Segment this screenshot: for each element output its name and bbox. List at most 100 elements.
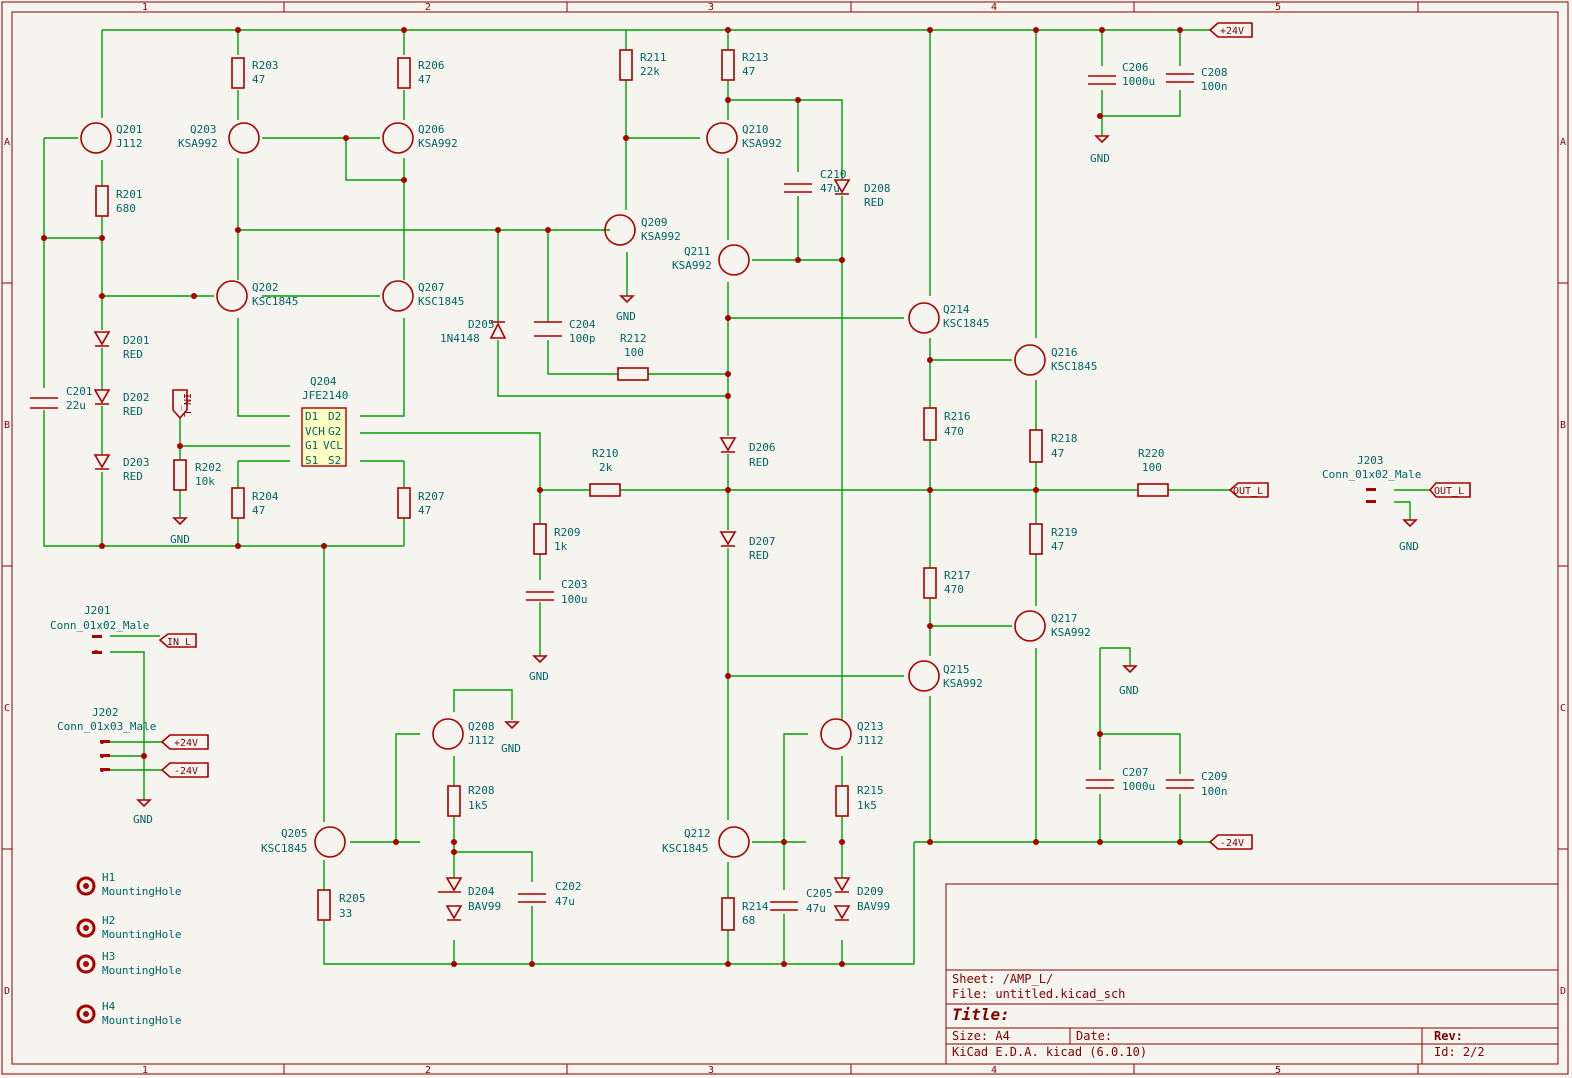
q202-value: KSC1845: [252, 295, 298, 308]
col-3-top: 3: [708, 2, 714, 13]
r216-value: 470: [944, 425, 964, 438]
c207-ref: C207: [1122, 766, 1149, 779]
q211-ref: Q211: [684, 245, 711, 258]
d205-ref: D205: [468, 318, 495, 331]
d207-value: RED: [749, 549, 769, 562]
q205-ref: Q205: [281, 827, 308, 840]
q217-ref: Q217: [1051, 612, 1078, 625]
r218-ref: R218: [1051, 432, 1078, 445]
title-block-date: Date:: [1076, 1029, 1112, 1043]
q216-value: KSC1845: [1051, 360, 1097, 373]
r204-value: 47: [252, 504, 265, 517]
c205-ref: C205: [806, 887, 833, 900]
q210-value: KSA992: [742, 137, 782, 150]
h1-ref: H1: [102, 871, 115, 884]
gnd-label-j203: GND: [1399, 540, 1419, 553]
gnd-label-q208: GND: [501, 742, 521, 755]
q205-value: KSC1845: [261, 842, 307, 855]
q211-value: KSA992: [672, 259, 712, 272]
c208-ref: C208: [1201, 66, 1228, 79]
j203-value: Conn_01x02_Male: [1322, 468, 1421, 481]
r207-value: 47: [418, 504, 431, 517]
title-block-title: Title:: [952, 1005, 1010, 1024]
r214-ref: R214: [742, 900, 769, 913]
q203-value: KSA992: [178, 137, 218, 150]
mounting-hole-bodies: [76, 876, 96, 1024]
r208-ref: R208: [468, 784, 495, 797]
d201-ref: D201: [123, 334, 150, 347]
r217-value: 470: [944, 583, 964, 596]
j203-ref: J203: [1357, 454, 1384, 467]
resistor-bodies: [95, 49, 1169, 931]
d208-value: RED: [864, 196, 884, 209]
row-d-right: D: [1560, 986, 1566, 997]
q213-ref: Q213: [857, 720, 884, 733]
r202-value: 10k: [195, 475, 215, 488]
q202-ref: Q202: [252, 281, 279, 294]
r207-ref: R207: [418, 490, 445, 503]
q204-pin-vch: VCH: [305, 425, 325, 438]
row-d-left: D: [4, 986, 10, 997]
c210-value: 47u: [820, 182, 840, 195]
d205-value: 1N4148: [440, 332, 480, 345]
q214-ref: Q214: [943, 303, 970, 316]
q212-ref: Q212: [684, 827, 711, 840]
row-a-left: A: [4, 137, 10, 148]
d203-ref: D203: [123, 456, 150, 469]
title-block: Sheet: /AMP_L/ File: untitled.kicad_sch …: [945, 883, 1559, 1065]
label-in-l-j201: IN_L: [167, 637, 191, 648]
q215-value: KSA992: [943, 677, 983, 690]
label-minus-24v: -24V: [1220, 838, 1244, 849]
q204-pin-d2: D2: [328, 410, 341, 423]
c205-value: 47u: [806, 902, 826, 915]
diode-bodies: [93, 179, 851, 921]
title-block-sheet: Sheet: /AMP_L/: [952, 972, 1053, 986]
gnd-label-c203: GND: [529, 670, 549, 683]
r219-ref: R219: [1051, 526, 1078, 539]
r209-ref: R209: [554, 526, 581, 539]
r219-value: 47: [1051, 540, 1064, 553]
col-4-bottom: 4: [991, 1065, 997, 1076]
j201-value: Conn_01x02_Male: [50, 619, 149, 632]
q204-pin-s1: S1: [305, 454, 318, 467]
d207-ref: D207: [749, 535, 776, 548]
q217-value: KSA992: [1051, 626, 1091, 639]
c201-value: 22u: [66, 399, 86, 412]
h4-ref: H4: [102, 1000, 116, 1013]
d206-ref: D206: [749, 441, 776, 454]
q207-ref: Q207: [418, 281, 445, 294]
r201-value: 680: [116, 202, 136, 215]
label-minus-24v-j202: -24V: [174, 766, 198, 777]
r217-ref: R217: [944, 569, 971, 582]
d208-ref: D208: [864, 182, 891, 195]
label-shapes: [158, 22, 1471, 850]
title-block-id: Id: 2/2: [1434, 1045, 1485, 1059]
label-plus-24v-j202: +24V: [174, 738, 198, 749]
wires: [43, 29, 1430, 965]
label-out-l-j203: OUT_L: [1434, 486, 1464, 497]
c207-value: 1000u: [1122, 780, 1155, 793]
col-5-bottom: 5: [1275, 1065, 1281, 1076]
q212-value: KSC1845: [662, 842, 708, 855]
q207-value: KSC1845: [418, 295, 464, 308]
gnd-label-c207: GND: [1119, 684, 1139, 697]
r212-value: 100: [624, 346, 644, 359]
r201-ref: R201: [116, 188, 143, 201]
q203-ref: Q203: [190, 123, 217, 136]
gnd-label-r202: GND: [170, 533, 190, 546]
c201-ref: C201: [66, 385, 93, 398]
h1-value: MountingHole: [102, 885, 181, 898]
title-block-size: Size: A4: [952, 1029, 1010, 1043]
r216-ref: R216: [944, 410, 971, 423]
r210-ref: R210: [592, 447, 619, 460]
label-in-l-vertical: IN_L: [181, 393, 192, 417]
r208-value: 1k5: [468, 799, 488, 812]
q213-value: J112: [857, 734, 884, 747]
transistor-bodies: [80, 122, 1046, 858]
c204-ref: C204: [569, 318, 596, 331]
q204-pin-s2: S2: [328, 454, 341, 467]
q209-ref: Q209: [641, 216, 668, 229]
r203-value: 47: [252, 73, 265, 86]
col-5-top: 5: [1275, 2, 1281, 13]
